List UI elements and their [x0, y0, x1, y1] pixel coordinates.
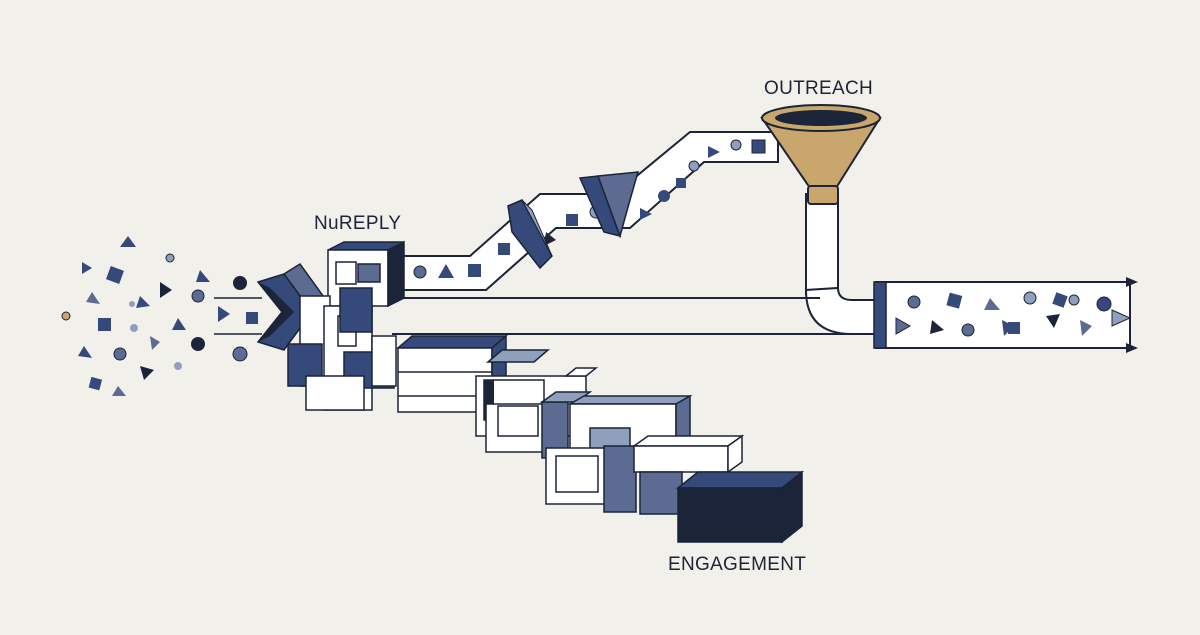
nureply-processor — [256, 240, 405, 411]
final-block-front — [677, 487, 783, 543]
particle-triangle — [196, 270, 210, 282]
step-inner — [497, 405, 539, 437]
step-top — [395, 335, 509, 349]
belt-particle-circle — [730, 139, 742, 151]
funnel-down-pipe — [805, 193, 839, 295]
funnel-neck — [807, 185, 839, 205]
out-particle-circle — [1023, 291, 1037, 305]
step-body — [633, 445, 729, 473]
output-tube-collar — [873, 281, 887, 349]
step-block — [603, 445, 637, 513]
step-top — [485, 349, 551, 363]
belt-particle-triangle — [544, 232, 556, 246]
belt-prism — [596, 171, 640, 239]
belt-particle-square — [676, 178, 686, 188]
particle-square — [246, 312, 258, 324]
processor-slot — [357, 263, 381, 283]
step-top — [567, 395, 693, 405]
particle-circle — [191, 337, 205, 351]
step-side — [727, 434, 743, 474]
step-inner — [555, 455, 599, 493]
out-particle-circle — [907, 295, 921, 309]
belt-particle-circle — [688, 160, 700, 172]
particle-triangle — [78, 346, 92, 358]
belt-particle-circle — [658, 190, 670, 202]
out-particle-circle — [1068, 294, 1080, 306]
processor-chevron-face — [258, 282, 294, 342]
out-particle-square — [1008, 322, 1020, 334]
particle-triangle — [86, 292, 100, 304]
final-block-top — [675, 471, 805, 489]
upper-belt — [394, 131, 779, 291]
particle-circle — [113, 347, 127, 361]
particle-square — [98, 318, 111, 331]
particle-triangle — [140, 366, 154, 380]
particle-square — [106, 266, 124, 284]
particle-circle — [233, 276, 247, 290]
processor-maze — [339, 287, 373, 333]
out-particle-triangle — [984, 298, 1000, 310]
processor-maze — [371, 335, 397, 387]
particle-triangle — [218, 306, 230, 322]
processor-maze — [305, 375, 365, 411]
belt-particle-triangle — [640, 208, 652, 220]
particle-triangle — [150, 336, 160, 350]
step-top — [563, 367, 599, 377]
engagement-staircase — [395, 334, 805, 544]
output-tube — [875, 281, 1131, 349]
out-particle-square — [1052, 292, 1068, 308]
particle-circle — [130, 324, 138, 332]
arrow-right-icon — [1126, 343, 1138, 353]
arrow-right-icon — [1126, 277, 1138, 287]
belt-prism — [507, 199, 553, 270]
final-block-side — [781, 470, 803, 544]
belt-particle-square — [566, 214, 578, 226]
particle-triangle — [160, 282, 172, 298]
belt-particle-square — [468, 264, 481, 277]
out-particle-triangle — [930, 320, 944, 334]
belt-particle-triangle — [708, 146, 720, 158]
particle-triangle — [82, 262, 92, 274]
scattered-particles — [61, 236, 262, 396]
out-particle-square — [946, 292, 963, 309]
belt-particle-triangle — [438, 264, 454, 278]
processor-side — [387, 240, 405, 308]
belt-particle-circle — [413, 265, 427, 279]
particle-circle — [174, 362, 182, 370]
outreach-funnel — [760, 104, 882, 335]
particle-triangle — [112, 386, 126, 396]
engagement-label: ENGAGEMENT — [668, 554, 807, 575]
out-particle-triangle — [1080, 320, 1092, 336]
particle-square — [88, 376, 103, 391]
particle-circle — [61, 311, 71, 321]
out-particle-triangle — [895, 317, 912, 335]
out-particle-circle — [1096, 296, 1112, 312]
particle-triangle — [120, 236, 136, 247]
processor-window — [335, 261, 357, 285]
outreach-label: OUTREACH — [764, 78, 874, 99]
particle-circle — [191, 289, 205, 303]
step-top — [631, 435, 745, 447]
belt-particle-square — [498, 243, 510, 255]
main-tube — [392, 277, 1138, 353]
particle-circle — [232, 346, 248, 362]
nureply-label: NuREPLY — [314, 213, 402, 234]
funnel-elbow — [804, 286, 877, 335]
belt-prism — [521, 199, 553, 257]
particle-circle — [165, 253, 175, 263]
particle-triangle — [136, 296, 150, 308]
upper-belt-track — [394, 131, 779, 291]
out-particle-triangle — [1046, 314, 1060, 328]
funnel-opening — [775, 110, 867, 126]
out-particle-triangle — [1111, 309, 1132, 327]
belt-particle-square — [751, 139, 766, 154]
out-particle-circle — [961, 323, 975, 337]
particle-triangle — [172, 318, 186, 330]
particle-circle — [129, 301, 135, 307]
step-block — [639, 471, 683, 515]
